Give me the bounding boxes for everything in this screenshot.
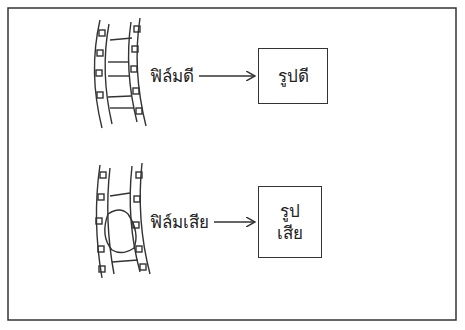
- box-text: รูป เสีย: [268, 200, 312, 244]
- arrow: [199, 75, 254, 77]
- picture-box: รูปดี: [258, 48, 328, 104]
- film-label: ฟิล์มเสีย: [150, 211, 209, 233]
- outer-frame: [8, 8, 456, 320]
- film-label: ฟิล์มดี: [150, 65, 194, 87]
- picture-box: รูป เสีย: [258, 186, 322, 258]
- box-text: รูปดี: [278, 65, 309, 87]
- film-strip-bad: [96, 163, 150, 278]
- arrow: [214, 221, 254, 223]
- film-strip-good: [94, 18, 146, 128]
